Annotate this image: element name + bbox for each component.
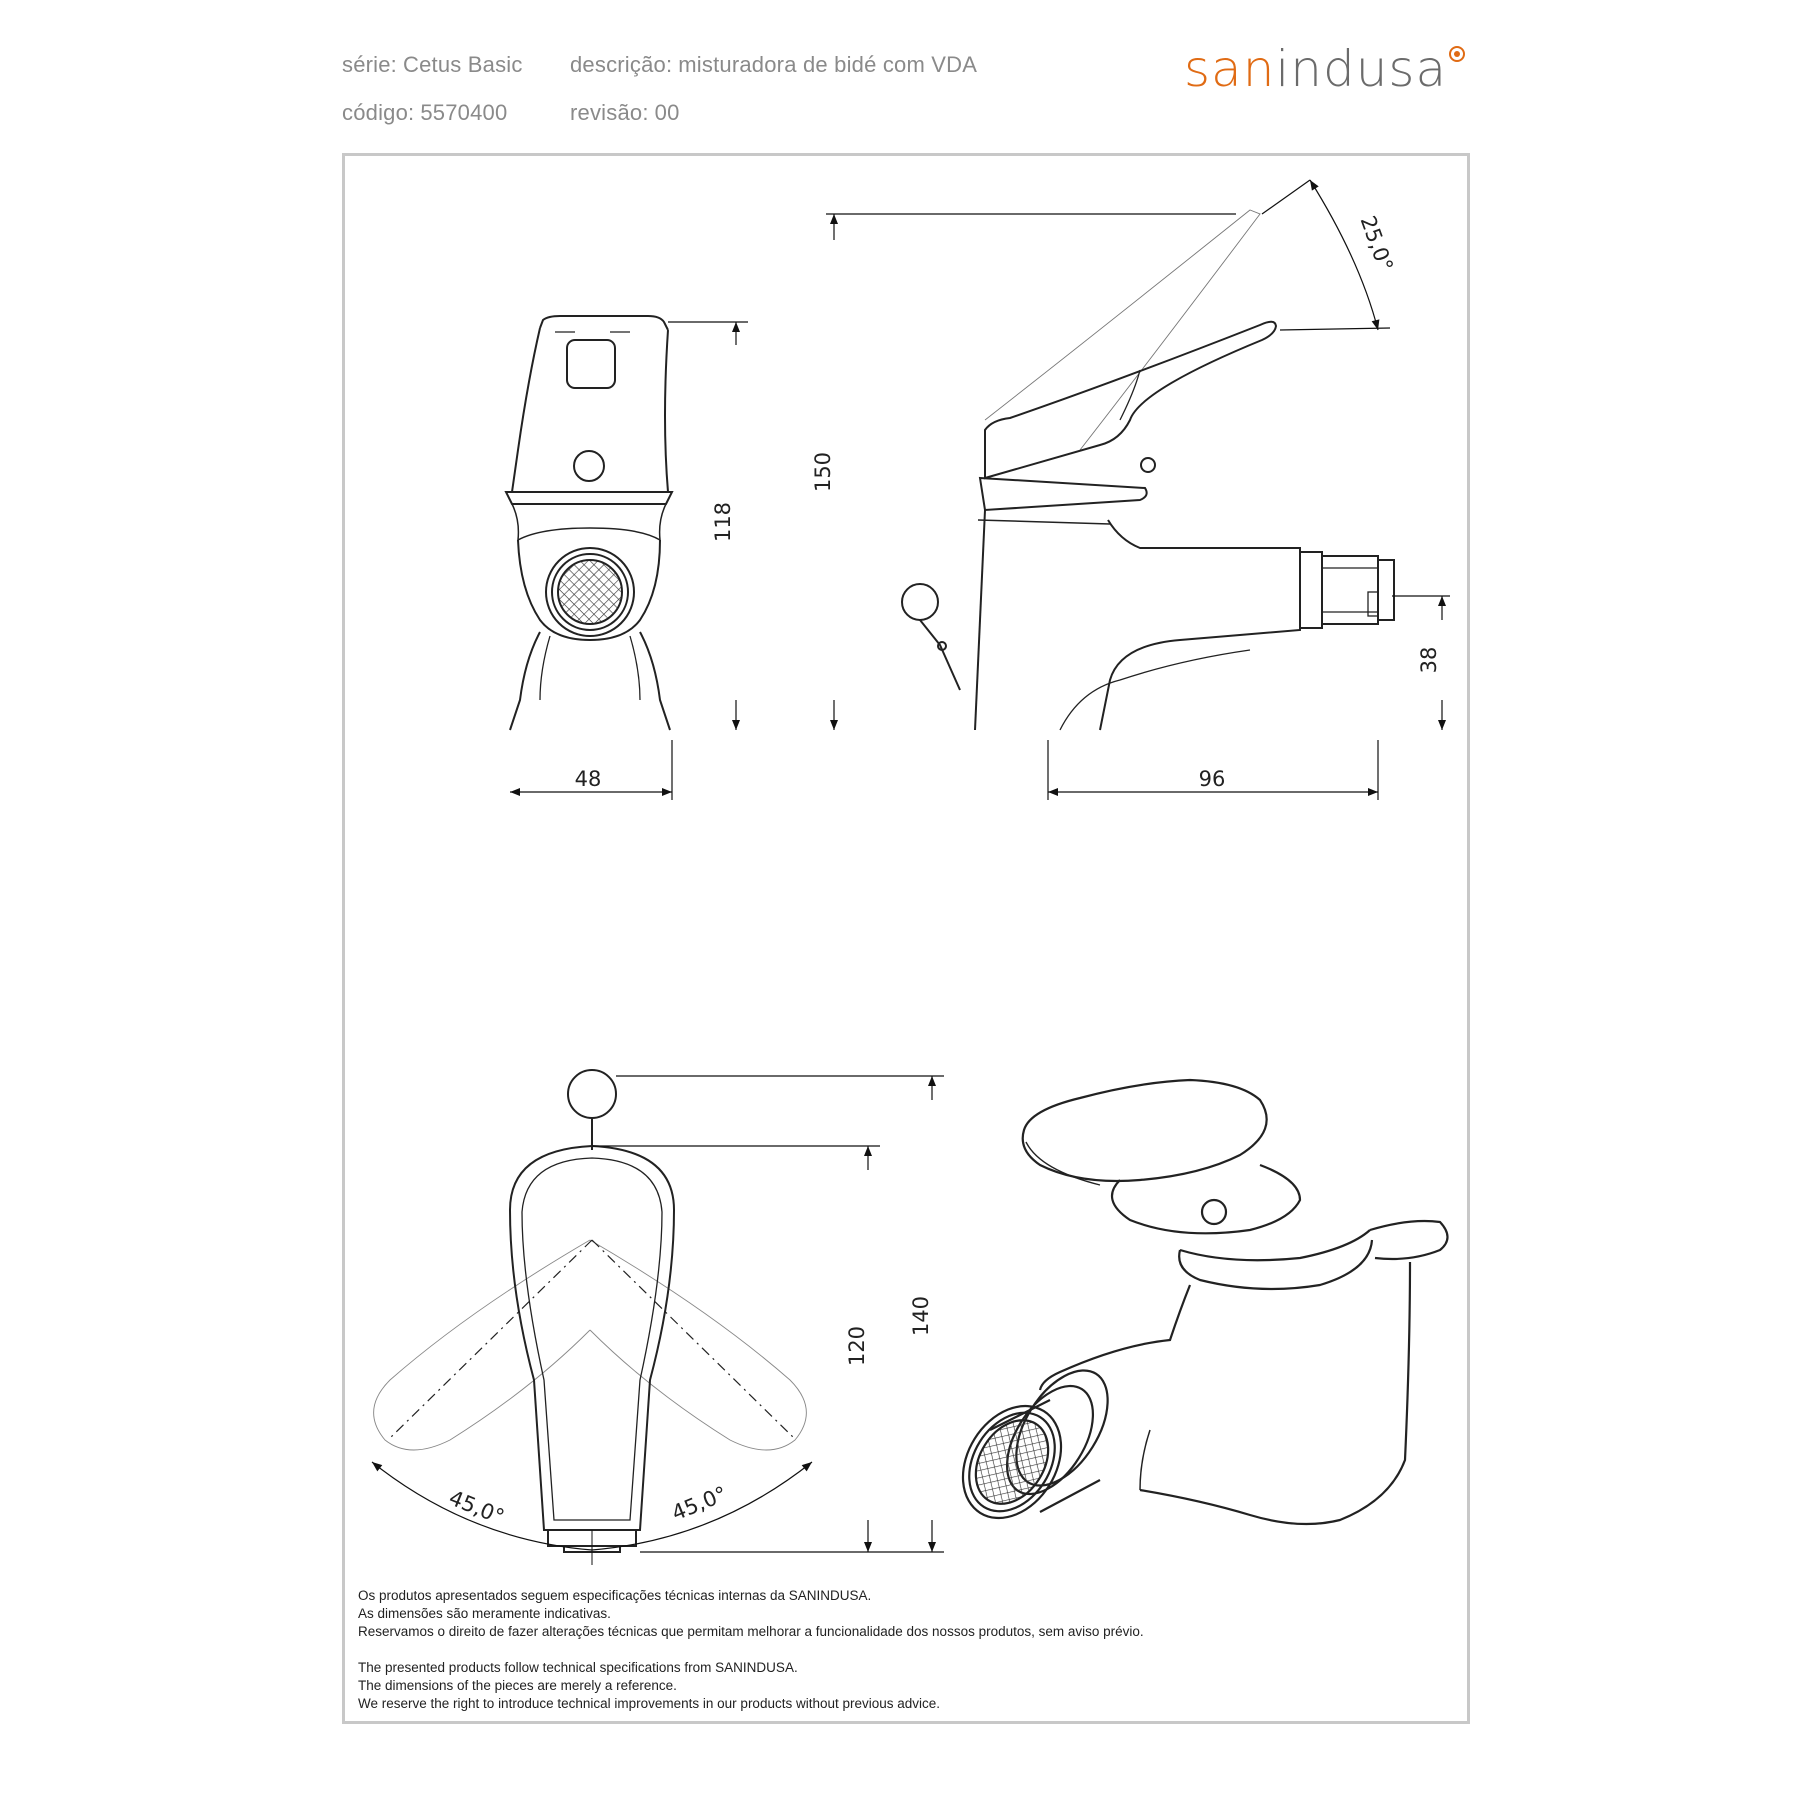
codigo-label: código: xyxy=(342,100,415,125)
rotation-right-label: 45,0° xyxy=(668,1482,730,1526)
back-view xyxy=(373,1069,807,1553)
side-aerator-height-label: 38 xyxy=(1417,647,1441,674)
front-height-label: 118 xyxy=(711,502,735,542)
side-dimensions xyxy=(826,179,1450,800)
side-view xyxy=(901,209,1395,731)
codigo-value: 5570400 xyxy=(420,100,508,125)
side-reach-label: 96 xyxy=(1199,767,1226,791)
revisao-label: revisão: xyxy=(570,100,649,125)
note-pt-3: Reservamos o direito de fazer alterações… xyxy=(358,1624,1144,1639)
logo-mark-icon xyxy=(1449,46,1466,62)
serie-label: série: xyxy=(342,52,397,77)
serie-field: série:Cetus Basic xyxy=(342,52,523,78)
note-en-2: The dimensions of the pieces are merely … xyxy=(358,1678,677,1693)
sanindusa-logo: sanindusa xyxy=(1184,40,1466,98)
drawing-frame xyxy=(342,153,1470,1724)
logo-text-san: san xyxy=(1184,40,1276,98)
back-dimensions xyxy=(371,1075,944,1565)
descricao-field: descrição:misturadora de bidé com VDA xyxy=(570,52,977,78)
note-pt-2: As dimensões são meramente indicativas. xyxy=(358,1606,611,1621)
revisao-value: 00 xyxy=(654,100,680,125)
revisao-field: revisão:00 xyxy=(570,100,680,126)
back-lever-height-label: 120 xyxy=(845,1326,869,1366)
side-height-label: 150 xyxy=(811,452,835,492)
descricao-value: misturadora de bidé com VDA xyxy=(678,52,978,77)
serie-value: Cetus Basic xyxy=(403,52,523,77)
note-en-3: We reserve the right to introduce techni… xyxy=(358,1696,941,1711)
front-width-label: 48 xyxy=(575,767,602,791)
front-view xyxy=(504,315,674,731)
back-total-height-label: 140 xyxy=(909,1296,933,1336)
front-dimensions xyxy=(510,321,748,800)
perspective-view xyxy=(961,1078,1449,1526)
lever-angle-label: 25,0° xyxy=(1356,213,1398,275)
codigo-field: código:5570400 xyxy=(342,100,507,126)
note-en-1: The presented products follow technical … xyxy=(358,1660,798,1675)
note-pt-1: Os produtos apresentados seguem especifi… xyxy=(358,1588,872,1603)
descricao-label: descrição: xyxy=(570,52,673,77)
logo-text-indusa: indusa xyxy=(1275,40,1448,98)
